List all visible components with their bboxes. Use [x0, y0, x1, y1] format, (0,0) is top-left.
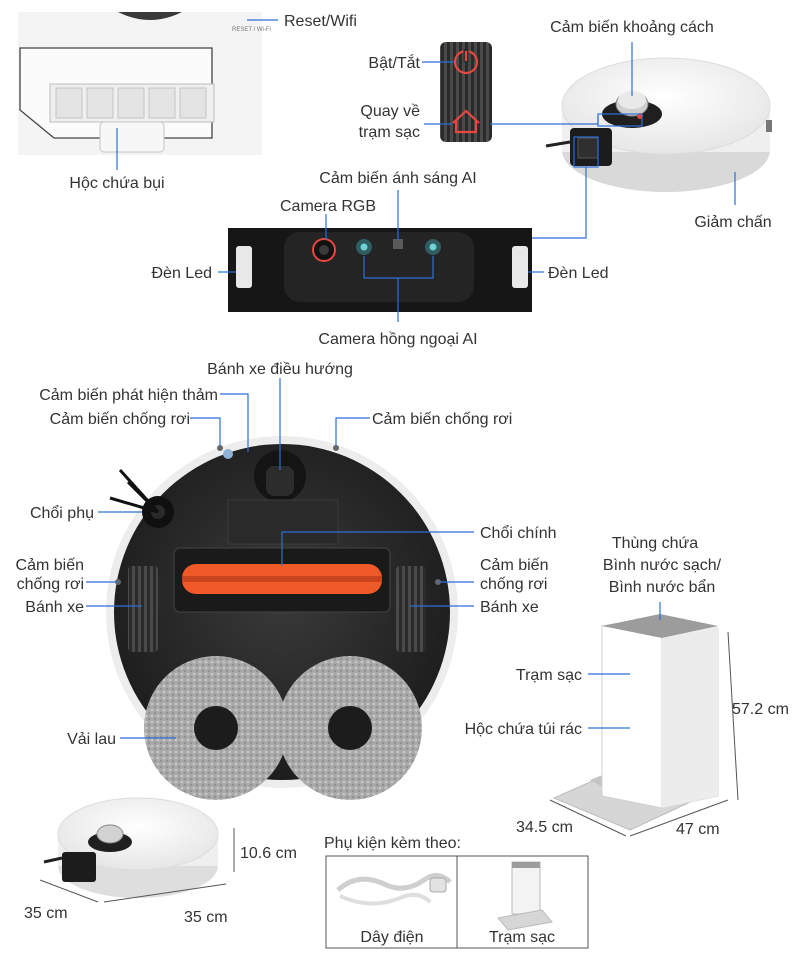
label-tank-2: Bình nước sạch/: [603, 557, 722, 574]
dim-robot-depth: 35 cm: [24, 905, 68, 922]
label-carpet-sensor: Cảm biến phát hiện thảm: [39, 387, 218, 404]
dock-station: [552, 614, 719, 831]
label-cliff-right-top: Cảm biến chống rơi: [372, 411, 512, 428]
label-mop: Vải lau: [67, 731, 116, 748]
robot-top-view: [545, 57, 772, 192]
label-nav-wheel: Bánh xe điều hướng: [207, 361, 353, 378]
accessories-title: Phụ kiện kèm theo:: [324, 835, 461, 852]
label-bumper: Giảm chấn: [694, 214, 771, 231]
label-cliff-left-top: Cảm biến chống rơi: [50, 411, 190, 428]
label-dock: Trạm sạc: [516, 667, 582, 684]
led-right-light: [512, 246, 528, 288]
leader-carpet: [220, 393, 249, 452]
dim-line-dock-width: [629, 799, 729, 837]
label-led-right: Đèn Led: [548, 265, 609, 282]
dim-line-robot-depth: [39, 879, 99, 903]
label-cliff-right-2: chống rơi: [480, 576, 547, 593]
home-icon: [452, 109, 480, 134]
label-dust-bin: Hộc chứa bụi: [69, 175, 164, 192]
label-wheel-left: Bánh xe: [25, 599, 84, 616]
leader-camera-panel: [532, 167, 587, 239]
label-tank-3: Bình nước bẩn: [609, 578, 716, 596]
label-return-1: Quay về: [360, 103, 420, 120]
leader-main-brush: [281, 531, 474, 566]
robot-small-view: [43, 797, 219, 898]
dim-dock-depth: 34.5 cm: [516, 819, 573, 836]
accessory-cord-label: Dây điện: [360, 929, 423, 946]
dim-dock-width: 47 cm: [676, 821, 720, 838]
label-wheel-right: Bánh xe: [480, 599, 539, 616]
dim-line-robot-width: [103, 883, 227, 903]
label-cliff-left-2: chống rơi: [17, 576, 84, 593]
label-led-left: Đèn Led: [152, 265, 213, 282]
label-bag-bin: Hộc chứa túi rác: [465, 721, 582, 738]
label-main-brush: Chổi chính: [480, 524, 557, 542]
reset-wifi-button-text: RESET / Wi-Fi: [232, 27, 271, 33]
label-rgb-camera: Camera RGB: [280, 198, 376, 215]
label-side-brush: Chổi phụ: [30, 504, 94, 522]
label-ai-ir-camera: Camera hồng ngoại AI: [318, 331, 477, 348]
label-distance-sensor: Cảm biến khoảng cách: [550, 19, 714, 36]
label-ai-light-sensor: Cảm biến ánh sáng AI: [319, 170, 476, 187]
accessory-dock-label: Trạm sạc: [489, 929, 555, 946]
dust-bin-view: RESET / Wi-Fi: [18, 12, 271, 155]
leader-cliff-left-top: [190, 417, 221, 446]
leader-ir-camera: [363, 256, 434, 322]
dim-dock-height: 57.2 cm: [732, 701, 789, 718]
robot-underside: [106, 436, 458, 800]
led-left-light: [236, 246, 252, 288]
dim-line-dock-depth: [549, 799, 627, 837]
power-icon: [453, 49, 479, 75]
label-power: Bật/Tắt: [368, 53, 420, 72]
label-return-2: trạm sạc: [359, 124, 420, 141]
camera-panel: [228, 228, 532, 312]
label-tank-1: Thùng chứa: [612, 535, 698, 552]
dim-line-dock-height: [727, 631, 739, 801]
dim-robot-height: 10.6 cm: [240, 845, 297, 862]
button-strip: [440, 42, 492, 142]
power-cord-icon: [336, 873, 452, 906]
label-reset-wifi: Reset/Wifi: [284, 13, 357, 30]
dim-robot-width: 35 cm: [184, 909, 228, 926]
leader-cliff-right-top: [335, 417, 370, 446]
label-cliff-right-1: Cảm biến: [480, 557, 548, 574]
label-cliff-left-1: Cảm biến: [16, 557, 84, 574]
dock-accessory-icon: [497, 861, 553, 931]
